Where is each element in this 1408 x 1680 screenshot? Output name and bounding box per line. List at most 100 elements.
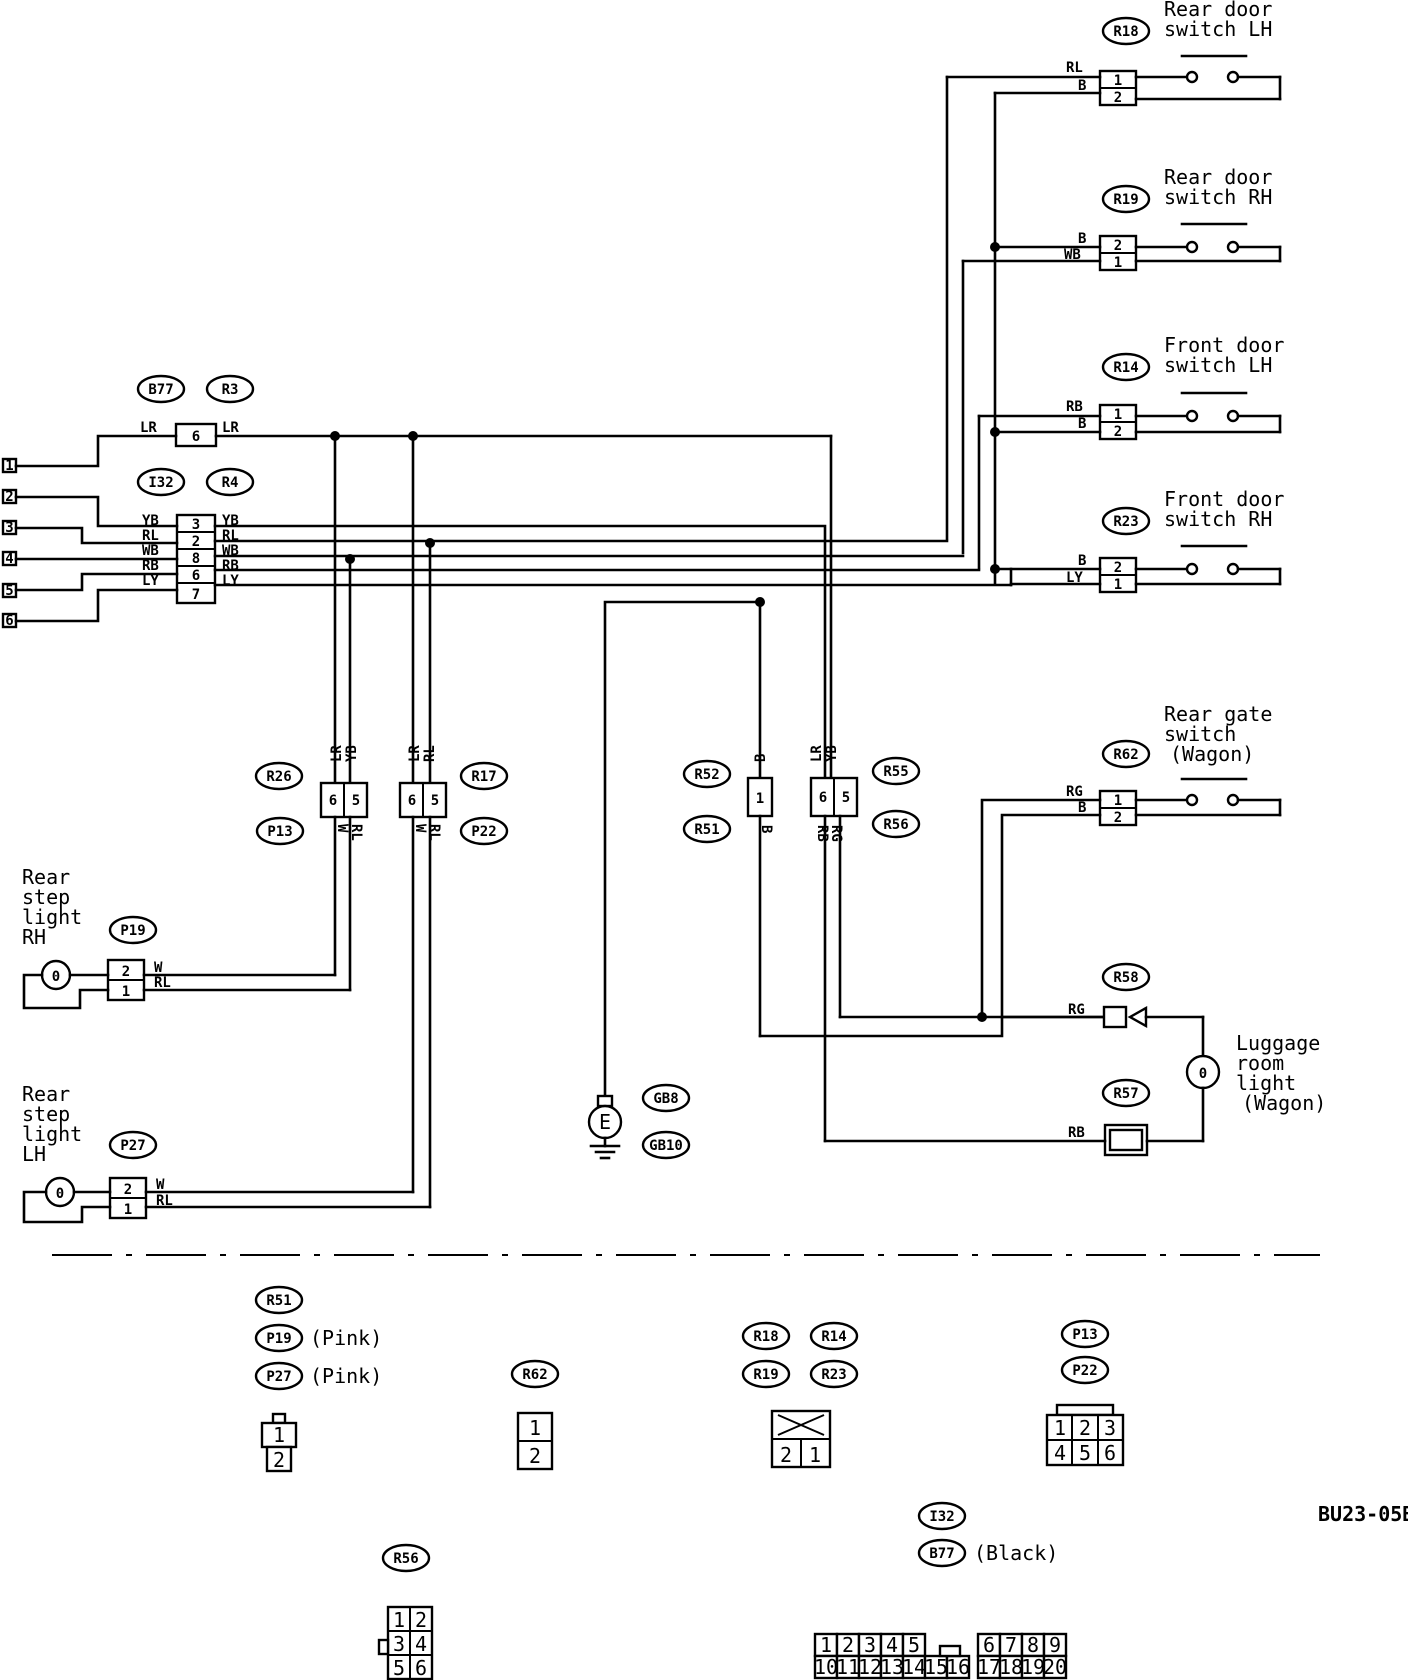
pin-number: 11	[836, 1655, 860, 1679]
svg-text:1: 1	[124, 1202, 132, 1218]
svg-text:RB: RB	[222, 558, 239, 574]
svg-text:1: 1	[393, 1608, 405, 1632]
rear-gate-switch: R62 Rear gate switch (Wagon) 1 2	[1098, 702, 1282, 827]
pin-number: 7	[1005, 1633, 1017, 1657]
svg-text:P13: P13	[1072, 1327, 1097, 1343]
pin-number: 4	[886, 1633, 898, 1657]
svg-text:2: 2	[529, 1444, 541, 1468]
svg-text:LH: LH	[22, 1142, 46, 1166]
svg-text:3: 3	[5, 520, 13, 536]
svg-text:5: 5	[1079, 1441, 1091, 1465]
svg-text:I32: I32	[929, 1509, 954, 1525]
connector-index: R51 P19 (Pink) P27 (Pink) 1 2 R62 1 2 R1…	[254, 1285, 1408, 1680]
svg-text:R57: R57	[1113, 1086, 1138, 1102]
pin-number: 6	[983, 1633, 995, 1657]
svg-text:6: 6	[5, 613, 13, 629]
connector-r17-p22: R17 P22 6 5 LR RL W RL	[398, 745, 509, 846]
svg-text:RL: RL	[1066, 60, 1083, 76]
svg-text:RB: RB	[142, 558, 159, 574]
svg-text:LR: LR	[809, 745, 825, 762]
svg-text:Rear door: Rear door	[1164, 165, 1272, 189]
svg-text:W: W	[412, 824, 428, 833]
connector-r26-p13: R26 P13 6 5 LR YB W RL	[254, 745, 369, 846]
pin-number: 10	[814, 1655, 838, 1679]
svg-text:1: 1	[809, 1443, 821, 1467]
svg-text:2: 2	[5, 489, 13, 505]
svg-text:step: step	[22, 1102, 70, 1126]
svg-text:3: 3	[192, 517, 200, 533]
svg-text:(Wagon): (Wagon)	[1242, 1091, 1326, 1115]
svg-text:4: 4	[1054, 1441, 1066, 1465]
svg-text:5: 5	[352, 793, 360, 809]
svg-text:2: 2	[1114, 90, 1122, 106]
svg-text:2: 2	[1114, 560, 1122, 576]
svg-text:4: 4	[415, 1632, 427, 1656]
svg-text:(Wagon): (Wagon)	[1170, 742, 1254, 766]
svg-text:RL: RL	[142, 528, 159, 544]
svg-text:LR: LR	[407, 745, 423, 762]
svg-text:Rear gate: Rear gate	[1164, 702, 1272, 726]
svg-text:GB8: GB8	[653, 1091, 678, 1107]
svg-text:P19: P19	[120, 923, 145, 939]
svg-text:P22: P22	[1072, 1363, 1097, 1379]
svg-text:RL: RL	[422, 745, 438, 762]
svg-text:GB10: GB10	[649, 1138, 683, 1154]
svg-text:RG: RG	[828, 825, 844, 842]
svg-text:R19: R19	[1113, 192, 1138, 208]
svg-text:6: 6	[415, 1656, 427, 1680]
svg-text:2: 2	[780, 1443, 792, 1467]
svg-text:R51: R51	[266, 1293, 291, 1309]
svg-text:B: B	[1078, 78, 1086, 94]
diagram-id: BU23-05B	[1318, 1502, 1408, 1526]
svg-text:6: 6	[329, 793, 337, 809]
svg-text:P22: P22	[471, 824, 496, 840]
svg-text:WB: WB	[1064, 247, 1081, 263]
svg-text:3: 3	[1104, 1416, 1116, 1440]
ground-gb8-gb10: E GB8 GB10	[587, 1083, 691, 1160]
svg-text:R62: R62	[1113, 747, 1138, 763]
rear-step-light-lh: Rear step light LH P27 0 2 1 W RL	[22, 1082, 432, 1224]
connector-key	[938, 1644, 962, 1658]
connector-i32-r4: I32 R4 3 2 8 6 7 YB RL WB RB LY YB RL WB…	[136, 467, 255, 605]
pin-number: 5	[908, 1633, 920, 1657]
svg-text:P27: P27	[120, 1138, 145, 1154]
pin-number: 9	[1049, 1633, 1061, 1657]
svg-text:Front door: Front door	[1164, 333, 1284, 357]
svg-text:B77: B77	[148, 382, 173, 398]
pin-number: 12	[858, 1655, 882, 1679]
svg-text:Rear: Rear	[22, 1082, 70, 1106]
svg-text:switch LH: switch LH	[1164, 353, 1272, 377]
svg-text:Luggage: Luggage	[1236, 1031, 1320, 1055]
svg-text:5: 5	[842, 790, 850, 806]
svg-text:0: 0	[52, 969, 60, 985]
svg-text:LR: LR	[329, 745, 345, 762]
pin-number: 15	[924, 1655, 948, 1679]
pin-number: 3	[864, 1633, 876, 1657]
svg-text:(Pink): (Pink)	[310, 1364, 382, 1388]
pin-number: 13	[880, 1655, 904, 1679]
svg-text:R55: R55	[883, 764, 908, 780]
pin-number: 19	[1021, 1655, 1045, 1679]
svg-text:LY: LY	[222, 573, 239, 589]
pin-number: 17	[977, 1655, 1001, 1679]
svg-text:1: 1	[529, 1416, 541, 1440]
luggage-room-light: R58 RG 0 Luggage room light (Wagon) R57 …	[823, 962, 1326, 1157]
svg-text:2: 2	[122, 964, 130, 980]
svg-text:WB: WB	[142, 543, 159, 559]
pin-cell	[1042, 1654, 1068, 1680]
svg-text:R3: R3	[222, 382, 239, 398]
svg-text:5: 5	[431, 793, 439, 809]
svg-text:RB: RB	[1068, 1125, 1085, 1141]
svg-text:RH: RH	[22, 925, 46, 949]
svg-text:YB: YB	[344, 745, 360, 762]
svg-text:2: 2	[1114, 424, 1122, 440]
svg-text:B: B	[753, 754, 769, 762]
pin-number: 8	[1027, 1633, 1039, 1657]
svg-text:step: step	[22, 885, 70, 909]
pin-number: 18	[999, 1655, 1023, 1679]
svg-text:0: 0	[56, 1186, 64, 1202]
svg-text:7: 7	[192, 587, 200, 603]
svg-text:2: 2	[1079, 1416, 1091, 1440]
svg-text:B77: B77	[929, 1546, 954, 1562]
pin-number: 1	[820, 1633, 832, 1657]
